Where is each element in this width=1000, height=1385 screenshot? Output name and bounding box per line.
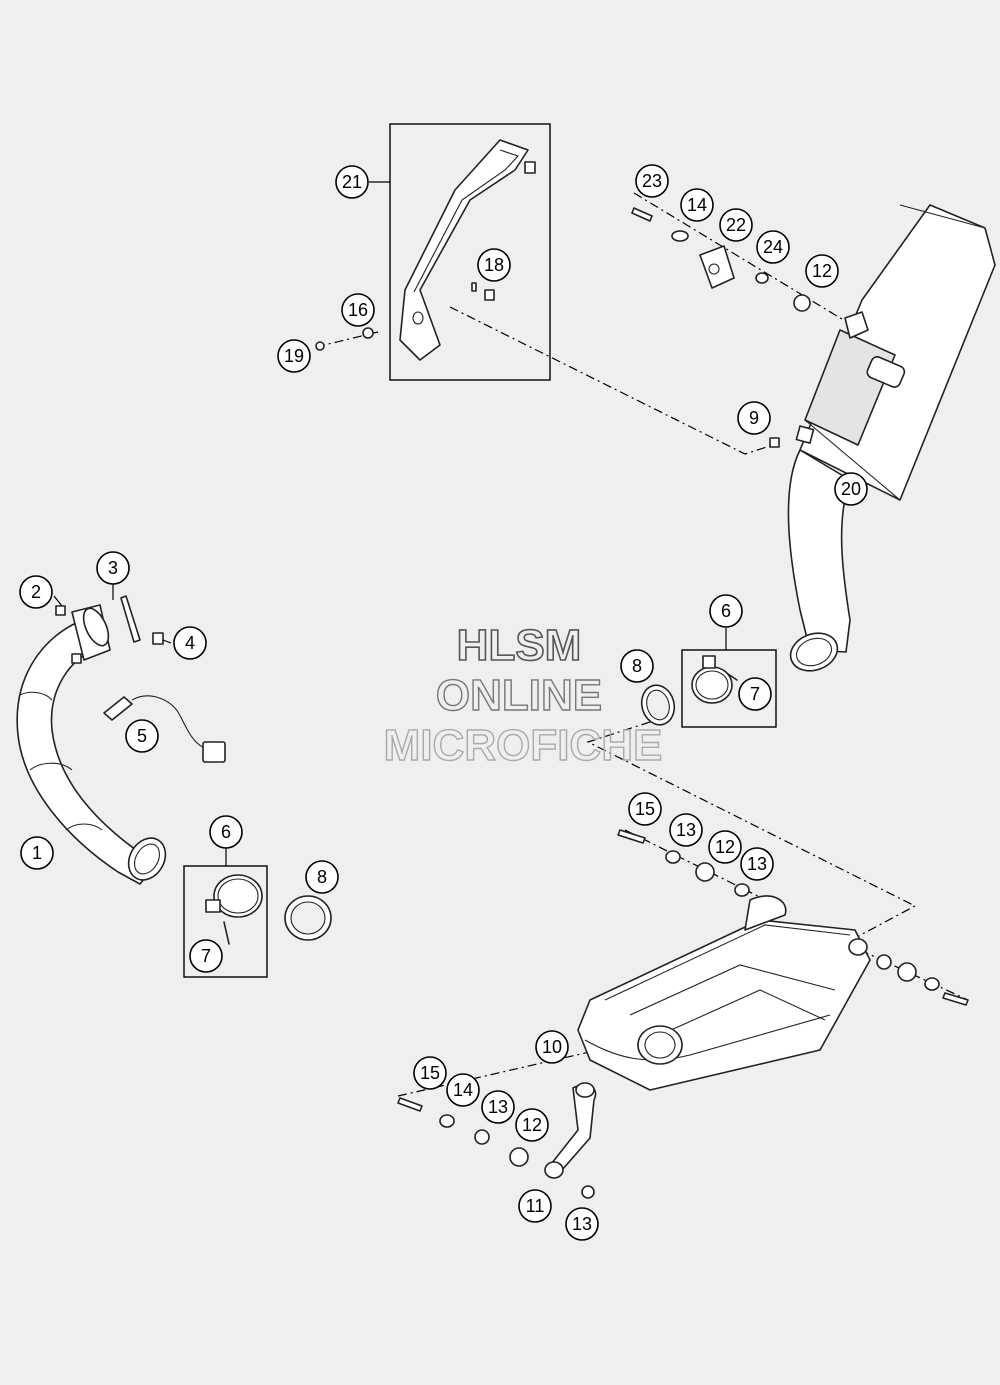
svg-text:6: 6 bbox=[221, 822, 231, 842]
svg-text:9: 9 bbox=[749, 408, 759, 428]
svg-text:7: 7 bbox=[750, 684, 760, 704]
gasket-lower bbox=[284, 895, 332, 941]
callout-3: 3 bbox=[96, 551, 130, 585]
svg-text:5: 5 bbox=[137, 726, 147, 746]
svg-text:14: 14 bbox=[453, 1080, 473, 1100]
callout-13-mid-b: 13 bbox=[740, 847, 774, 881]
watermark-line3: MICROFICHE bbox=[384, 721, 663, 770]
exhaust-clamp-upper bbox=[691, 655, 738, 704]
callout-7-lower: 7 bbox=[189, 939, 223, 973]
svg-text:13: 13 bbox=[747, 854, 767, 874]
svg-text:23: 23 bbox=[642, 171, 662, 191]
svg-text:15: 15 bbox=[635, 799, 655, 819]
svg-text:16: 16 bbox=[348, 300, 368, 320]
callout-12-low: 12 bbox=[515, 1108, 549, 1142]
callout-18: 18 bbox=[477, 248, 511, 282]
callout-21: 21 bbox=[335, 165, 369, 199]
svg-text:18: 18 bbox=[484, 255, 504, 275]
callout-24: 24 bbox=[756, 230, 790, 264]
svg-text:13: 13 bbox=[488, 1097, 508, 1117]
svg-text:24: 24 bbox=[763, 237, 783, 257]
callout-12-mid: 12 bbox=[708, 830, 742, 864]
svg-text:6: 6 bbox=[721, 601, 731, 621]
oxygen-sensor bbox=[103, 695, 226, 763]
flange-nuts bbox=[55, 605, 82, 664]
callout-22: 22 bbox=[719, 208, 753, 242]
callout-8-upper: 8 bbox=[620, 649, 654, 683]
svg-text:13: 13 bbox=[676, 820, 696, 840]
gasket-strip bbox=[120, 595, 141, 643]
shield-screw bbox=[315, 327, 374, 351]
svg-text:1: 1 bbox=[32, 843, 42, 863]
clip-9 bbox=[769, 437, 780, 448]
callout-13-low-a: 13 bbox=[481, 1090, 515, 1124]
callout-4: 4 bbox=[173, 626, 207, 660]
lower-mount-hardware bbox=[397, 1097, 595, 1199]
callout-15-low: 15 bbox=[413, 1056, 447, 1090]
heat-shield bbox=[399, 139, 529, 361]
callout-12-top: 12 bbox=[805, 254, 839, 288]
callout-16: 16 bbox=[341, 293, 375, 327]
callout-13-mid-a: 13 bbox=[669, 813, 703, 847]
svg-text:8: 8 bbox=[317, 867, 327, 887]
watermark-line2: ONLINE bbox=[436, 671, 602, 720]
clip bbox=[152, 632, 164, 645]
header-pipe bbox=[16, 604, 167, 885]
leader-lines bbox=[53, 181, 727, 866]
svg-text:10: 10 bbox=[542, 1037, 562, 1057]
svg-text:2: 2 bbox=[31, 582, 41, 602]
muffler-bracket bbox=[544, 1082, 597, 1179]
rear-muffler bbox=[577, 895, 871, 1091]
callout-6-lower: 6 bbox=[209, 815, 243, 849]
silencer bbox=[787, 204, 996, 672]
callout-20: 20 bbox=[834, 472, 868, 506]
svg-text:12: 12 bbox=[715, 837, 735, 857]
callout-5: 5 bbox=[125, 719, 159, 753]
callout-8-lower: 8 bbox=[305, 860, 339, 894]
heat-shield-group-box bbox=[389, 123, 551, 381]
shield-clips bbox=[471, 161, 536, 301]
svg-text:19: 19 bbox=[284, 346, 304, 366]
callout-10: 10 bbox=[535, 1030, 569, 1064]
callout-19: 19 bbox=[277, 339, 311, 373]
callout-9: 9 bbox=[737, 401, 771, 435]
callout-15-mid: 15 bbox=[628, 792, 662, 826]
clamp-group-box-upper bbox=[681, 649, 777, 728]
callout-23: 23 bbox=[635, 164, 669, 198]
watermark: HLSM ONLINE MICROFICHE bbox=[383, 620, 663, 771]
svg-text:21: 21 bbox=[342, 172, 362, 192]
svg-text:7: 7 bbox=[201, 946, 211, 966]
mid-mount-hardware bbox=[617, 829, 750, 897]
callout-1: 1 bbox=[20, 836, 54, 870]
svg-text:4: 4 bbox=[185, 633, 195, 653]
callout-6-upper: 6 bbox=[709, 594, 743, 628]
svg-text:12: 12 bbox=[522, 1115, 542, 1135]
callout-14-low: 14 bbox=[446, 1073, 480, 1107]
svg-text:22: 22 bbox=[726, 215, 746, 235]
exhaust-clamp-lower bbox=[205, 874, 263, 945]
svg-text:3: 3 bbox=[108, 558, 118, 578]
watermark-line1: HLSM bbox=[457, 621, 582, 670]
svg-text:14: 14 bbox=[687, 195, 707, 215]
gasket-upper bbox=[640, 684, 676, 726]
svg-text:15: 15 bbox=[420, 1063, 440, 1083]
callout-2: 2 bbox=[19, 575, 53, 609]
callout-13-low-b: 13 bbox=[565, 1207, 599, 1241]
svg-text:20: 20 bbox=[841, 479, 861, 499]
svg-text:8: 8 bbox=[632, 656, 642, 676]
callout-11: 11 bbox=[518, 1189, 552, 1223]
callout-14-top: 14 bbox=[680, 188, 714, 222]
callout-7-upper: 7 bbox=[738, 677, 772, 711]
svg-text:13: 13 bbox=[572, 1214, 592, 1234]
svg-text:11: 11 bbox=[526, 1196, 545, 1216]
upper-mount-hardware bbox=[631, 207, 811, 312]
svg-text:12: 12 bbox=[812, 261, 832, 281]
right-mount-hardware bbox=[876, 954, 969, 1006]
